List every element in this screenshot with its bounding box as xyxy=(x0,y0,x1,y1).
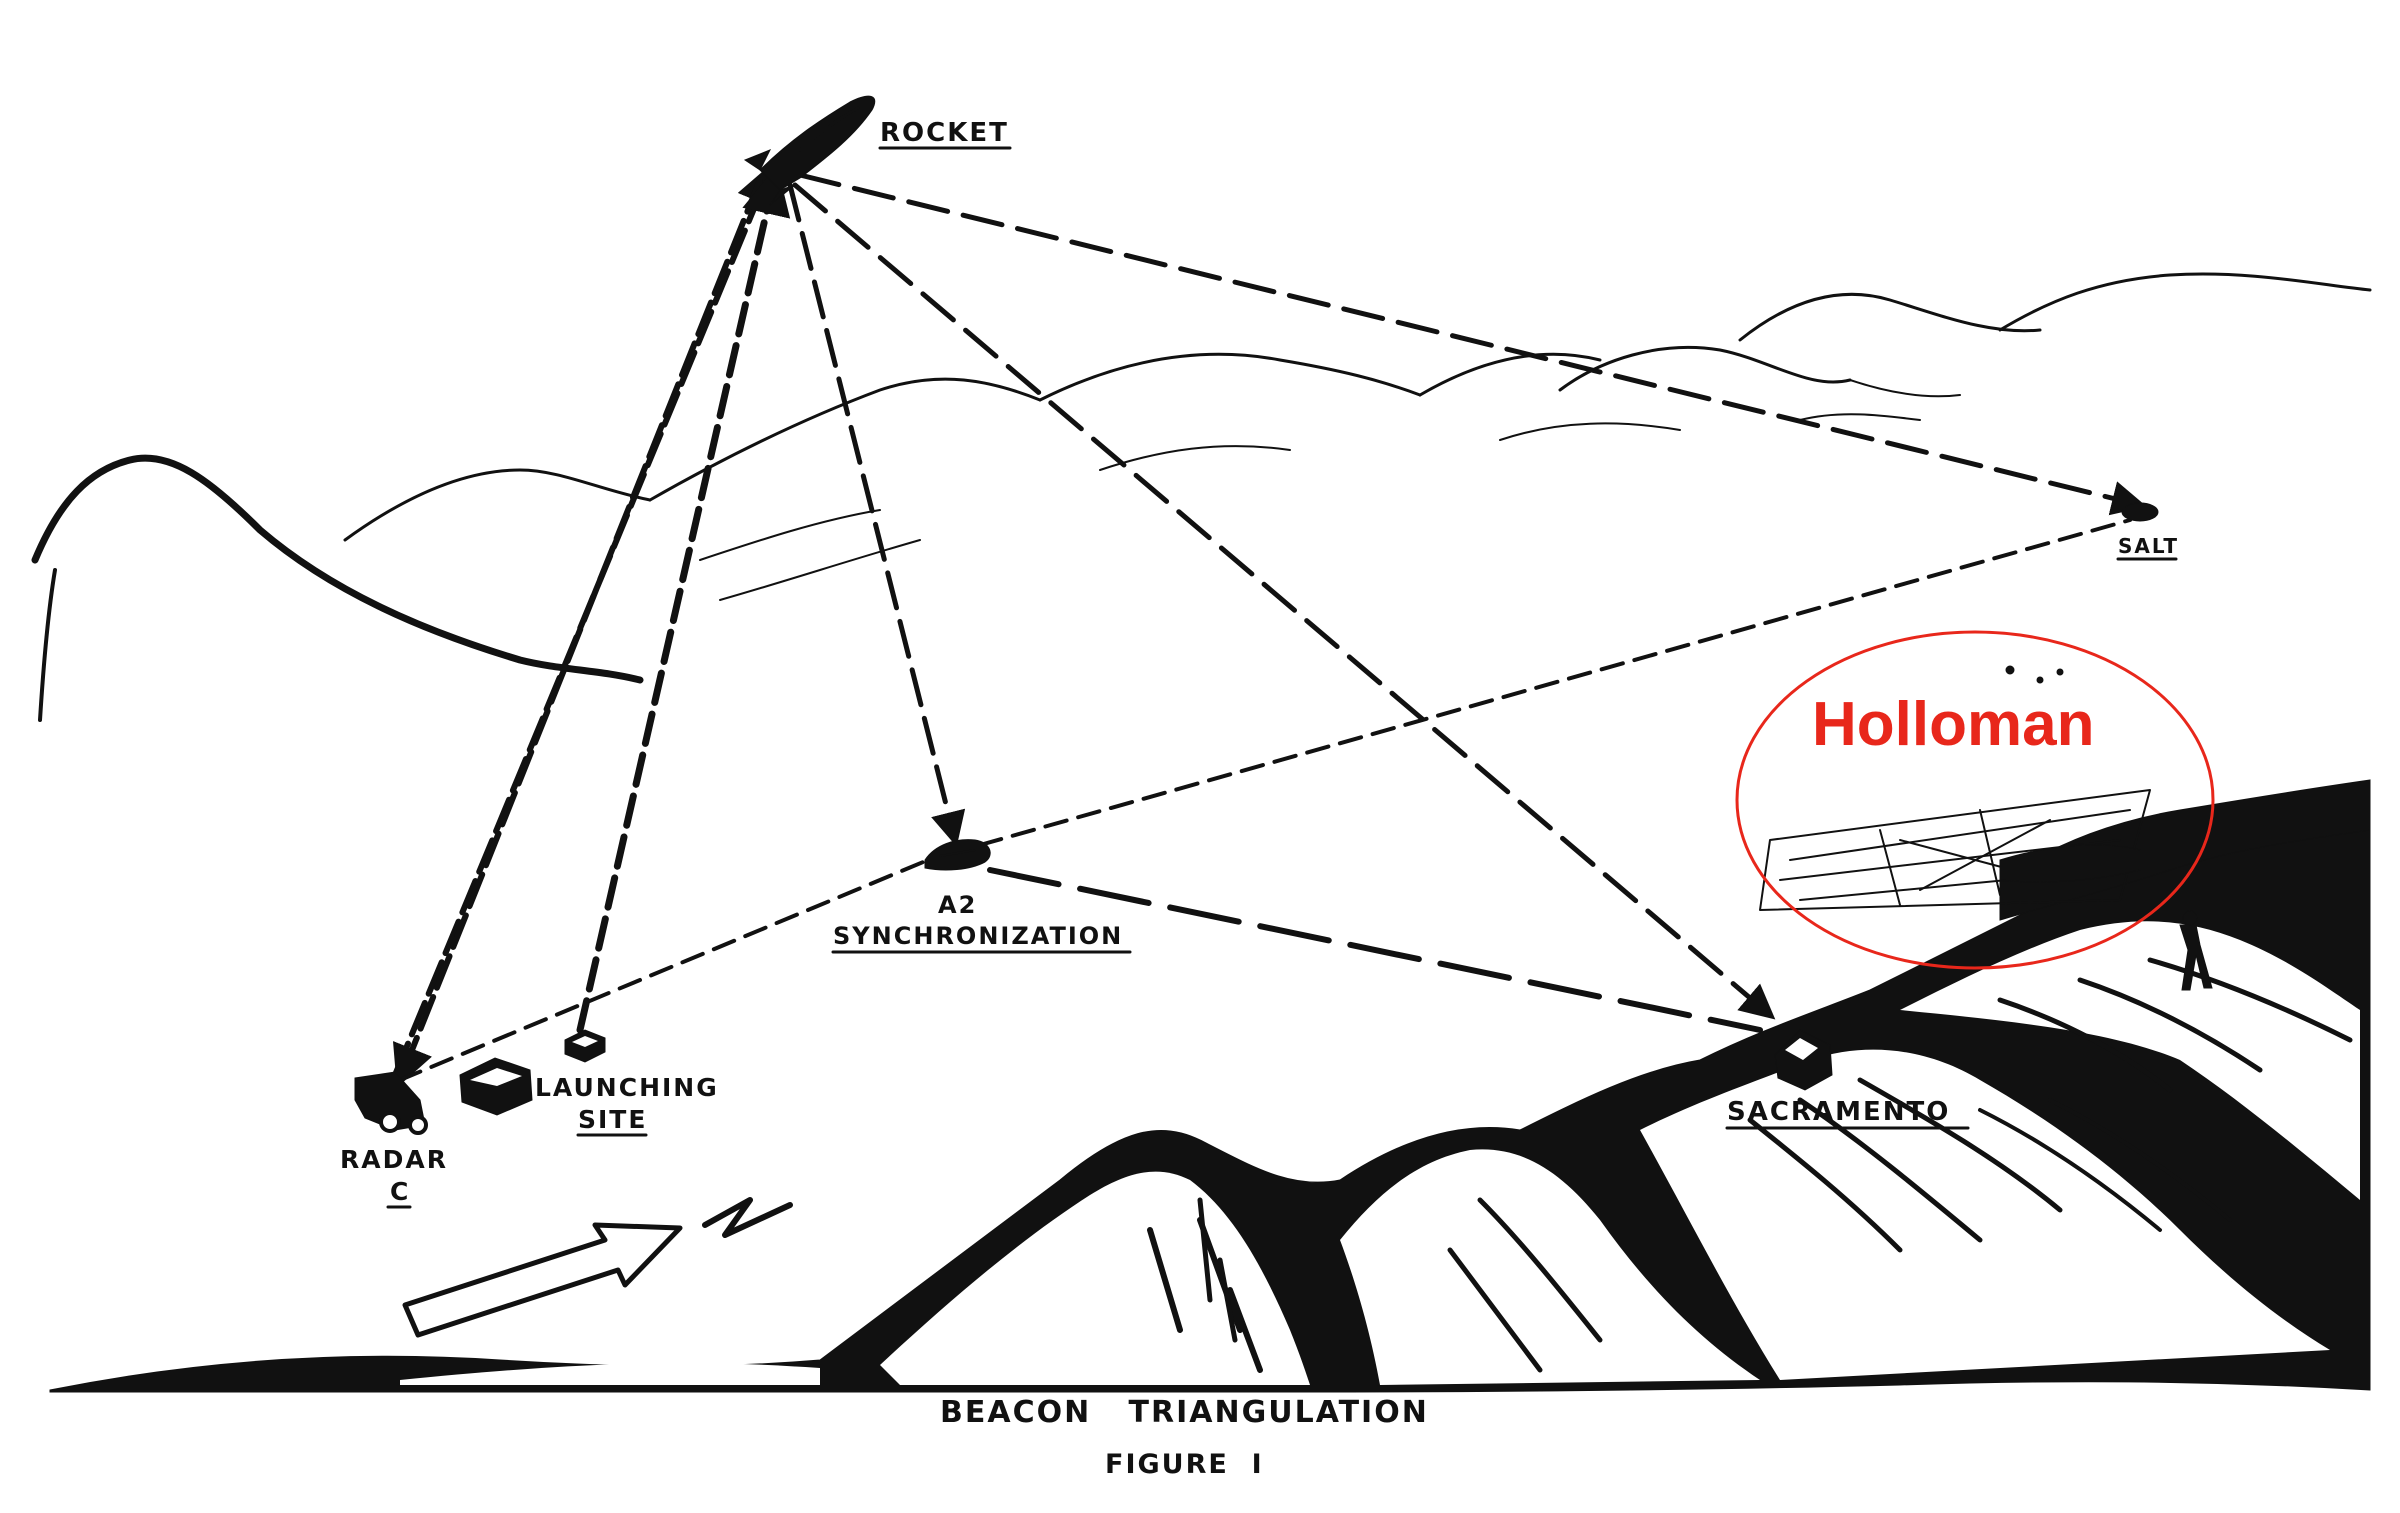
signal-lines xyxy=(392,162,2147,1088)
label-salt: SALT xyxy=(2118,534,2179,558)
radar-truck xyxy=(354,1071,428,1135)
a2-to-sacramento-line xyxy=(987,867,1763,1033)
label-sacramento: SACRAMENTO xyxy=(1727,1097,1950,1127)
direction-arrow xyxy=(402,1197,793,1338)
rocket xyxy=(743,95,876,206)
holloman-base-sketch xyxy=(1759,665,2151,911)
launch-to-rocket-line xyxy=(576,165,791,1034)
background-mountains xyxy=(31,272,2372,722)
a2-station xyxy=(924,839,991,871)
salt-station xyxy=(2121,502,2159,522)
foreground-mountains xyxy=(49,779,2371,1393)
labels: ROCKET SALT A2 SYNCHRONIZATION LAUNCHING… xyxy=(340,118,2179,1480)
a2-to-salt-line xyxy=(978,518,2132,847)
caption-figure: FIGURE I xyxy=(1105,1449,1264,1480)
holloman-annotation: Holloman xyxy=(1735,630,2215,970)
launching-site-buildings xyxy=(459,1029,606,1116)
label-a2: A2 xyxy=(938,891,977,919)
caption-title: BEACON TRIANGULATION xyxy=(940,1395,1429,1430)
rocket-to-salt-line xyxy=(797,172,2147,516)
holloman-circle xyxy=(1735,630,2215,970)
sacramento-station xyxy=(1774,1029,1833,1091)
label-radar: RADAR xyxy=(340,1145,448,1174)
rocket-to-sacramento-line xyxy=(792,182,1776,1020)
label-rocket: ROCKET xyxy=(880,118,1009,148)
label-synchronization: SYNCHRONIZATION xyxy=(833,922,1123,950)
label-radar-c: C xyxy=(390,1177,410,1206)
label-holloman: Holloman xyxy=(1812,690,2094,759)
radar-to-a2-line xyxy=(398,853,942,1082)
label-launching: LAUNCHING xyxy=(535,1073,719,1102)
observer-figure xyxy=(2179,910,2213,991)
label-site: SITE xyxy=(578,1105,647,1134)
rocket-to-a2-line xyxy=(787,182,966,847)
